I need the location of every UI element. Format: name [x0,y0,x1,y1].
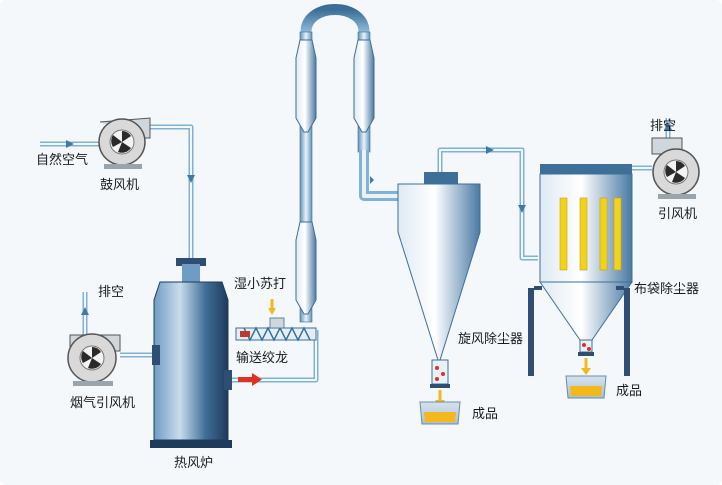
product-bin-right [565,375,607,399]
label-flue-fan: 烟气引风机 [70,396,136,411]
product-bin-left [419,401,461,425]
label-product-left: 成品 [472,407,499,422]
flow-arrow-icon [664,122,672,130]
blower-fan [98,117,151,169]
pipe-blower-furnace [150,124,194,262]
flow-arrow-icon [187,175,195,183]
flow-arrow-icon [486,146,494,154]
flow-arrow-icon [66,140,74,148]
fan-blade-icon [665,161,685,183]
label-natural-air: 自然空气 [36,153,89,168]
flue-gas-fan [67,333,121,386]
flow-arrows [66,122,672,315]
hot-air-furnace [150,258,232,448]
label-baghouse: 布袋除尘器 [634,282,700,297]
bag-filter [528,164,633,376]
label-furnace: 热风炉 [174,456,214,471]
label-induced-fan: 引风机 [658,207,698,222]
flash-dryer [295,4,400,323]
label-cyclone: 旋风除尘器 [458,332,524,347]
filter-bags [559,197,622,271]
flow-arrow-icon [81,307,89,315]
fan-blade-icon [81,347,101,369]
label-product-right: 成品 [616,384,643,399]
label-wet-soda: 湿小苏打 [234,277,287,292]
label-blower: 鼓风机 [100,178,140,193]
hot-air-arrow-icon [238,373,262,386]
flow-arrow-icon [518,205,526,213]
fan-blade-icon [111,131,131,153]
cyclone-separator [397,172,481,407]
label-exhaust-left: 排空 [98,285,125,300]
induced-draft-fan [651,137,700,199]
screw-conveyor [235,299,317,342]
label-screw-conveyor: 输送绞龙 [236,351,289,366]
label-exhaust-right: 排空 [650,119,677,134]
